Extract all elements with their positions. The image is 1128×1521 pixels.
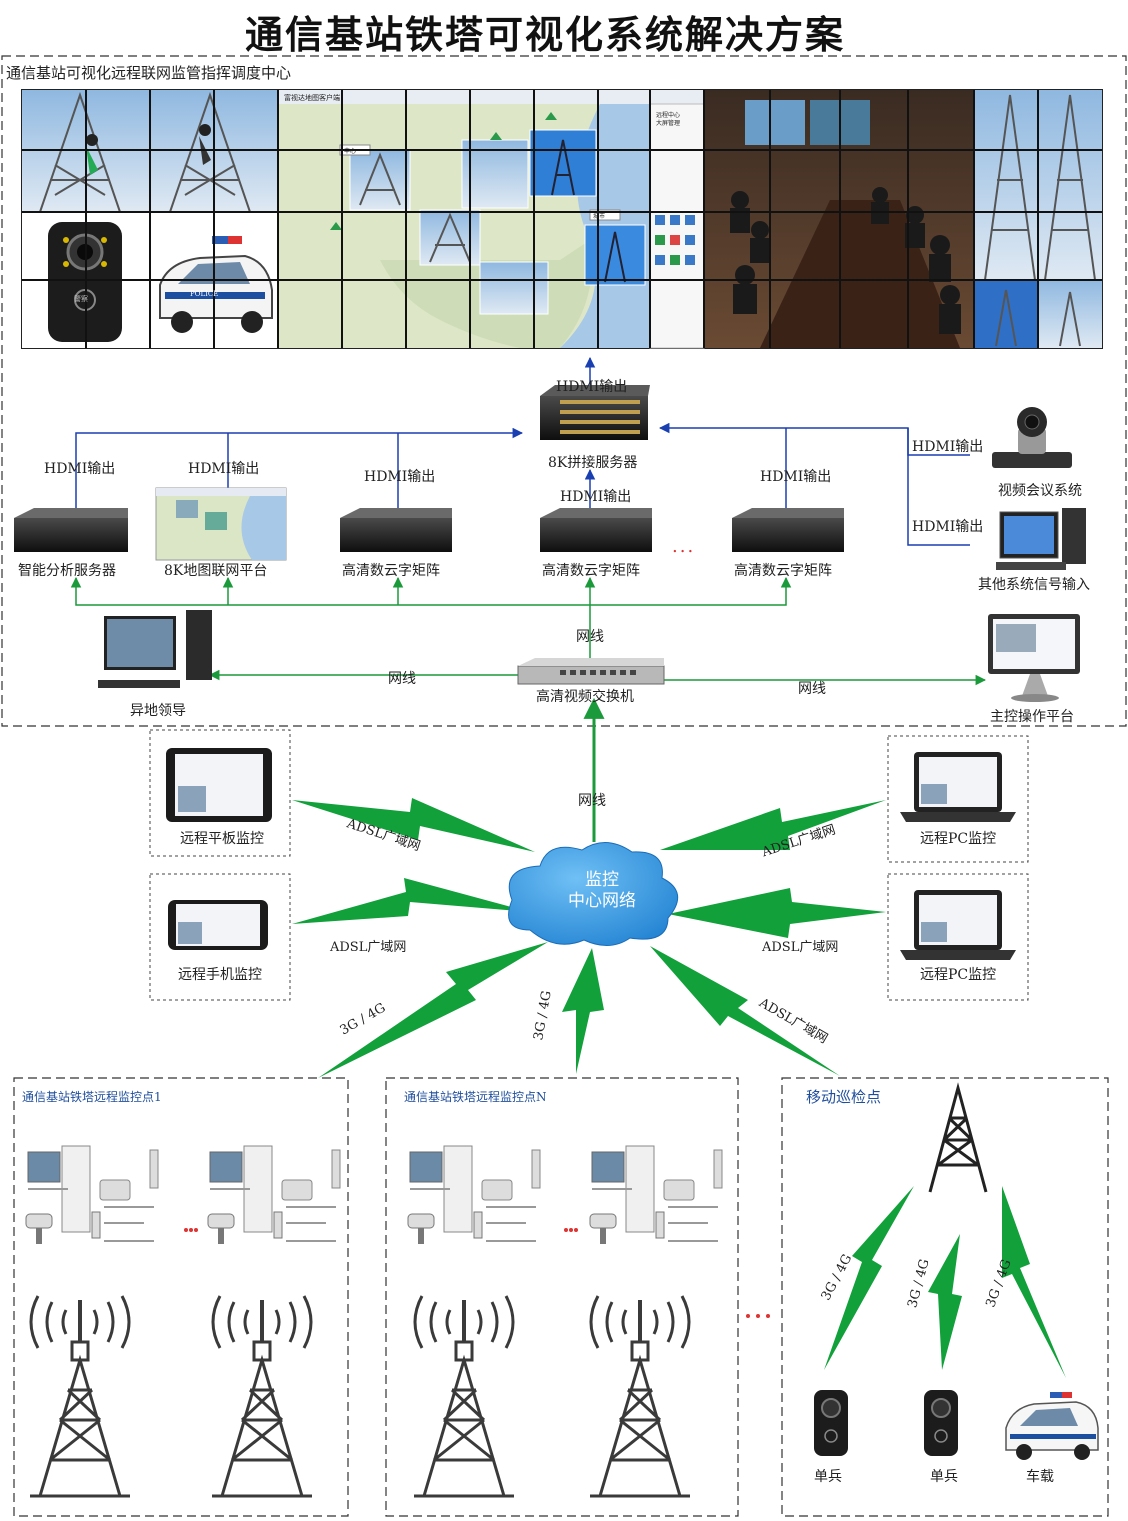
center-boundary — [1, 55, 1127, 727]
main-console-icon — [988, 614, 1080, 702]
hdmi-label-1: HDMI输出 — [44, 461, 116, 477]
vehicle-label: 车载 — [1026, 1469, 1054, 1485]
site1-label: 通信基站铁塔远程监控点1 — [22, 1090, 162, 1104]
splice-server-label: 8K拼接服务器 — [548, 455, 638, 471]
vehicle-icon — [1005, 1392, 1099, 1460]
cloud-line1: 监控 — [585, 870, 619, 890]
mobile-tower-icon — [928, 1082, 988, 1193]
remote-phone-label: 远程手机监控 — [178, 967, 262, 983]
net-label-4: 网线 — [578, 793, 606, 809]
matrix-label-1: 高清数云字矩阵 — [342, 563, 440, 579]
adsl-label-2: ADSL广域网 — [330, 940, 407, 955]
hdmi-label-2: HDMI输出 — [188, 461, 260, 477]
analysis-server-label: 智能分析服务器 — [18, 563, 116, 579]
remote-tablet-label: 远程平板监控 — [180, 831, 264, 847]
remote-laptop-icon-2 — [900, 890, 1016, 960]
remote-pc-label-1: 远程PC监控 — [920, 831, 997, 847]
soldier-bodycam-icon-1 — [814, 1390, 848, 1456]
remote-tablet-icon — [166, 748, 272, 822]
video-conference-icon — [992, 407, 1072, 468]
hdmi-label-top: HDMI输出 — [556, 379, 628, 395]
map-platform-icon — [155, 487, 287, 561]
matrix-ellipsis: ... — [672, 536, 696, 557]
tower-icons — [29, 1294, 692, 1498]
remote-phone-icon — [168, 900, 268, 950]
analysis-server-icon — [14, 508, 128, 552]
map-city-label-2: 城市 — [593, 213, 606, 220]
net-label-1: 网线 — [576, 629, 604, 645]
cloud-text: 监控 中心网络 — [540, 870, 664, 912]
remote-leader-label: 异地领导 — [130, 703, 186, 719]
matrix-label-2: 高清数云字矩阵 — [542, 563, 640, 579]
wan-lightning-links — [292, 798, 1066, 1378]
remote-leader-pc-icon — [98, 610, 212, 688]
bodycam-badge: 警察 — [74, 295, 88, 303]
hdmi-label-5: HDMI输出 — [760, 469, 832, 485]
other-input-label: 其他系统信号输入 — [978, 577, 1090, 593]
video-conference-label: 视频会议系统 — [998, 483, 1082, 499]
hdmi-label-6: HDMI输出 — [912, 439, 984, 455]
map-panel-item1: 远程中心 — [656, 112, 681, 119]
site-equipment-icons — [25, 1145, 723, 1245]
page-title: 通信基站铁塔可视化系统解决方案 — [244, 12, 845, 57]
cloud-line2: 中心网络 — [568, 891, 636, 911]
mobile-site-label: 移动巡检点 — [806, 1088, 882, 1106]
cloud-network-icon — [508, 842, 678, 946]
map-panel-item2: 大屏管理 — [656, 120, 681, 127]
main-console-label: 主控操作平台 — [990, 709, 1074, 725]
map-window-title: 富视达地图客户端 — [284, 94, 340, 102]
other-input-pc-icon — [996, 508, 1086, 570]
switch-label: 高清视频交换机 — [536, 689, 634, 705]
splice-server-icon — [540, 385, 650, 440]
soldier-label-1: 单兵 — [814, 1469, 842, 1485]
video-switch-icon — [517, 658, 665, 685]
car-badge: POLICE — [190, 290, 219, 298]
hdmi-label-7: HDMI输出 — [912, 519, 984, 535]
hdmi-label-4: HDMI输出 — [560, 489, 632, 505]
remote-laptop-icon-1 — [900, 752, 1016, 822]
net-label-3: 网线 — [798, 681, 826, 697]
map-city-label-1: 中心 — [344, 148, 357, 155]
soldier-label-2: 单兵 — [930, 1469, 958, 1485]
matrix-label-3: 高清数云字矩阵 — [734, 563, 832, 579]
remote-pc-label-2: 远程PC监控 — [920, 967, 997, 983]
soldier-bodycam-icon-2 — [924, 1390, 958, 1456]
siteN-label: 通信基站铁塔远程监控点N — [404, 1090, 547, 1104]
center-label: 通信基站可视化远程联网监管指挥调度中心 — [6, 64, 292, 82]
adsl-label-4: ADSL广域网 — [762, 940, 839, 955]
video-wall — [21, 89, 1103, 349]
matrix-server-icon-3 — [732, 508, 844, 552]
map-platform-label: 8K地图联网平台 — [164, 563, 268, 579]
matrix-server-icon-2 — [540, 508, 652, 552]
matrix-server-icon-1 — [340, 508, 452, 552]
hdmi-label-3: HDMI输出 — [364, 469, 436, 485]
net-label-2: 网线 — [388, 671, 416, 687]
